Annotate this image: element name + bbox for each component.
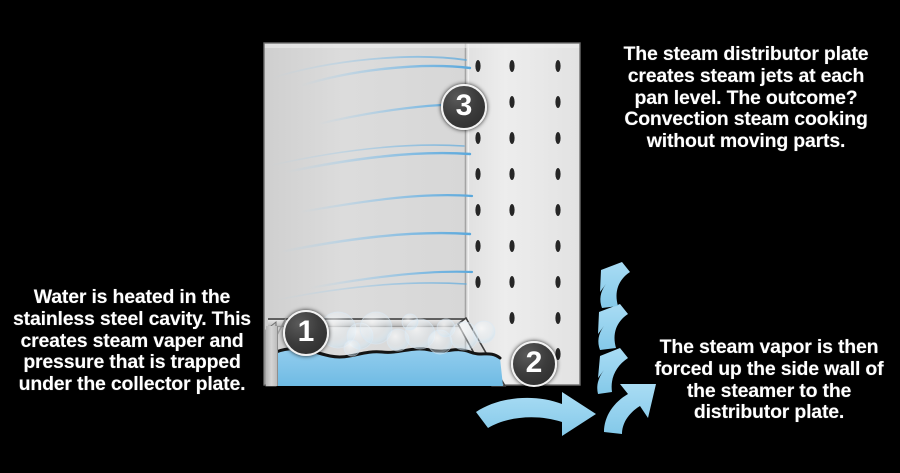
callout-vapor-forced-up: The steam vapor is then forced up the si… (654, 336, 884, 424)
arrow-bottom-horizontal (476, 392, 596, 436)
arrow-bottom-up (604, 384, 656, 434)
water-reservoir (266, 326, 503, 386)
arrow-side-lower (597, 348, 628, 394)
arrow-side-middle (598, 304, 628, 350)
step-badge-1: 1 (283, 310, 329, 356)
step-badge-3: 3 (441, 84, 487, 130)
vapor-flow-arrows (476, 262, 656, 436)
water-surface-line (274, 347, 502, 360)
callout-distributor-plate: The steam distributor plate creates stea… (623, 43, 869, 153)
step-badge-2: 2 (511, 341, 557, 387)
callout-water-heated: Water is heated in the stainless steel c… (13, 286, 251, 396)
arrow-side-upper (600, 262, 630, 308)
steam-jet-streams (267, 55, 474, 301)
